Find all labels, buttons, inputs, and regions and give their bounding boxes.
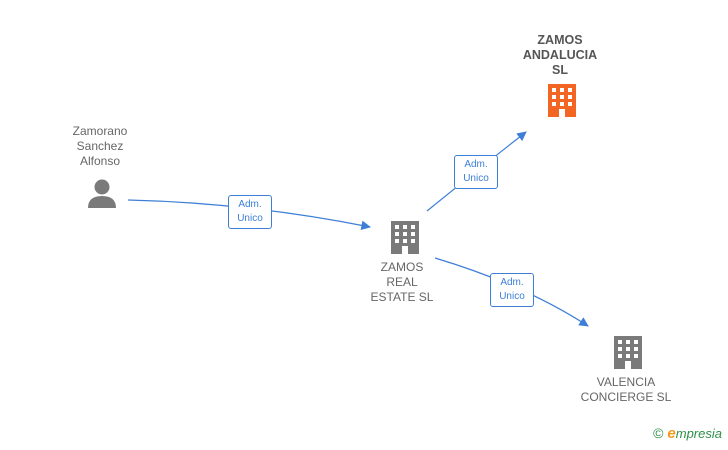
brand-watermark: ©empresia (653, 425, 722, 442)
brand-logo-name: mpresia (675, 426, 722, 441)
building-icon[interactable] (548, 84, 576, 117)
building-icon[interactable] (391, 221, 419, 254)
edge-label-role[interactable]: Adm. Unico (228, 195, 272, 229)
building-icon[interactable] (614, 336, 642, 369)
edge-label-role[interactable]: Adm. Unico (454, 155, 498, 189)
edge-label-role[interactable]: Adm. Unico (490, 273, 534, 307)
person-icon[interactable] (88, 179, 116, 209)
node-label-zamos-andalucia[interactable]: ZAMOS ANDALUCIA SL (522, 33, 598, 77)
copyright-symbol: © (653, 425, 664, 441)
brand-logo-initial: e (667, 425, 676, 442)
node-label-valencia-concierge[interactable]: VALENCIA CONCIERGE SL (580, 375, 672, 404)
node-label-zamos-real-estate[interactable]: ZAMOS REAL ESTATE SL (370, 260, 434, 304)
node-label-person[interactable]: Zamorano Sanchez Alfonso (72, 124, 128, 168)
